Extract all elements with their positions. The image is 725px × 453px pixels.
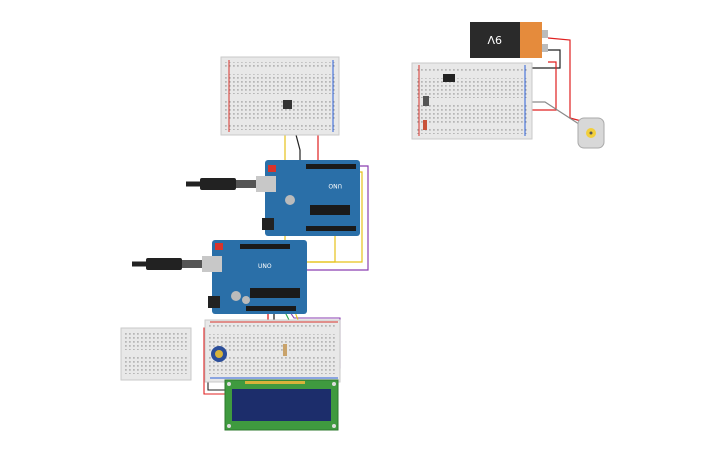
wire-red-battery-2[interactable] bbox=[530, 61, 557, 111]
temperature-sensor[interactable] bbox=[283, 100, 292, 109]
resistor[interactable] bbox=[283, 344, 287, 356]
arduino-top-usb-port[interactable] bbox=[256, 176, 276, 192]
breadboard-right[interactable] bbox=[411, 62, 533, 140]
dc-motor[interactable] bbox=[577, 117, 605, 149]
breadboard-bottom[interactable] bbox=[204, 319, 341, 383]
battery-label: 9V bbox=[487, 33, 502, 46]
lcd-display[interactable] bbox=[224, 379, 339, 431]
arduino-bottom-uno-label: UNO bbox=[258, 263, 272, 270]
usb-cable-top[interactable] bbox=[186, 178, 256, 190]
transistor[interactable] bbox=[443, 74, 455, 82]
diode[interactable] bbox=[423, 120, 427, 130]
usb-cable-bottom[interactable] bbox=[132, 258, 202, 270]
arduino-bottom[interactable]: UNO bbox=[202, 240, 307, 314]
pushbutton[interactable] bbox=[423, 96, 429, 106]
arduino-bottom-usb-port[interactable] bbox=[202, 256, 222, 272]
battery-9v[interactable]: 9V bbox=[470, 22, 548, 58]
arduino-top[interactable]: UNO bbox=[256, 160, 360, 236]
potentiometer[interactable] bbox=[211, 346, 227, 362]
wire-red-battery[interactable] bbox=[547, 37, 586, 123]
wire-black-battery[interactable] bbox=[530, 49, 561, 69]
breadboard-top[interactable] bbox=[220, 56, 340, 136]
breadboard-small-left[interactable] bbox=[120, 327, 192, 381]
arduino-top-uno-label: UNO bbox=[328, 182, 342, 189]
